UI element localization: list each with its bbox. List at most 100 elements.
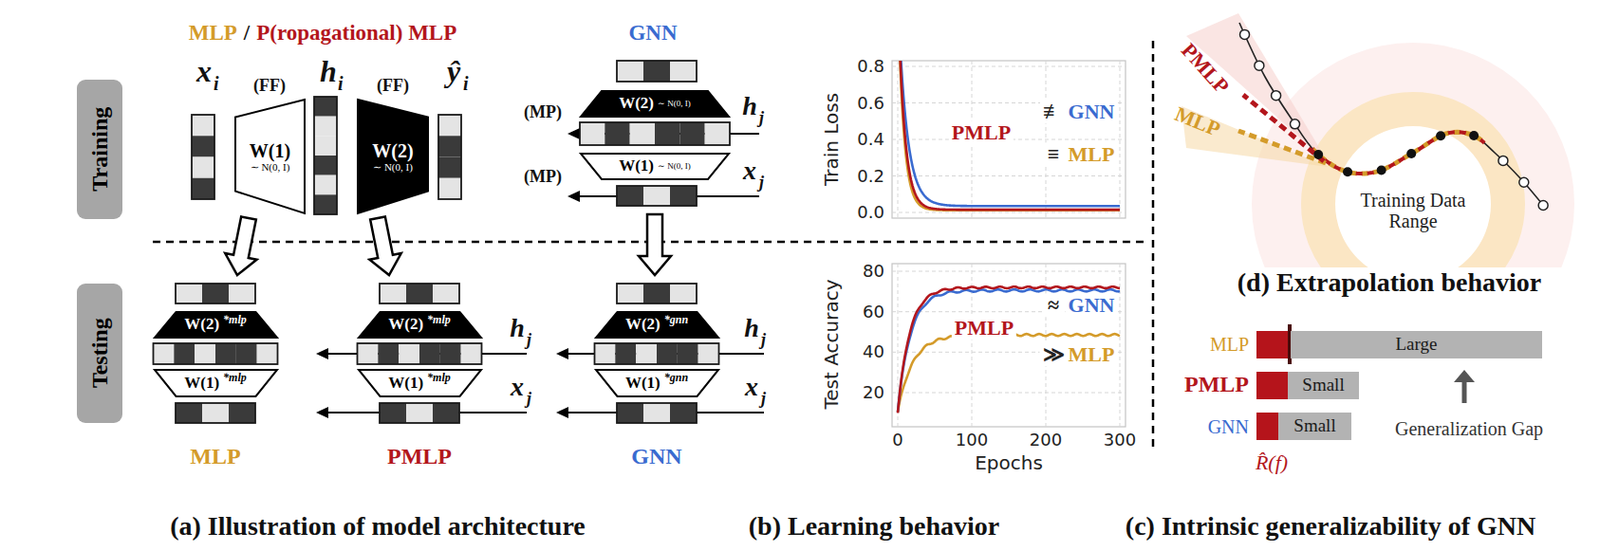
feature-vector: [191, 114, 215, 200]
node-text: *gnn: [664, 314, 689, 327]
node-content: Training Data Range: [1346, 189, 1480, 232]
trapezoid-shape: [579, 90, 730, 118]
vector-cell: [202, 403, 229, 424]
math-symbol: j: [759, 108, 764, 129]
trapezoid-outline: [595, 312, 719, 338]
vector-cell: [153, 343, 175, 365]
math-symbol: x: [743, 155, 757, 187]
math-symbol: j: [761, 330, 766, 351]
node-text: Small: [1293, 416, 1336, 437]
gap-bar: Small: [1278, 412, 1352, 441]
vector-cell: [461, 343, 483, 365]
vector-cell: [616, 60, 644, 82]
vector-cell: [656, 343, 678, 365]
trapezoid-outline: [235, 99, 305, 214]
node-content: W(2)∼ N(0, I): [372, 140, 413, 173]
node-text: W(1): [184, 374, 220, 393]
weight-trapezoid: W(1)*mlp: [357, 369, 483, 398]
trapezoid-outline: [357, 99, 428, 214]
chart-annotation: PMLP: [951, 316, 1017, 340]
feature-vector: [616, 283, 697, 304]
trapezoid-outline: [595, 370, 719, 397]
gap-bar: Small: [1287, 372, 1359, 400]
vector-cell: [419, 343, 441, 365]
vector-cell: [379, 403, 407, 424]
axis-tick: 300: [1103, 430, 1136, 451]
separator-line: [1152, 40, 1155, 449]
math-symbol: i: [213, 73, 220, 95]
panel-title: P(ropagational) MLP: [256, 20, 457, 46]
node-text: W(2): [618, 94, 654, 113]
pmlp-fit: [1312, 131, 1485, 174]
panel-title: MLP: [188, 20, 238, 46]
vector-cell: [379, 283, 407, 304]
mlp-extrapolation: [1238, 130, 1326, 164]
training-curve: [897, 334, 1120, 412]
vector-cell: [438, 178, 462, 200]
mlp-fit: [1312, 131, 1485, 174]
feature-vector: [579, 122, 730, 146]
vector-outline: [616, 186, 697, 206]
pmlp-extrapolation: [1243, 94, 1324, 162]
vector-outline: [191, 114, 215, 200]
node-content: Testing: [87, 318, 112, 390]
vector-cell: [440, 343, 462, 365]
chart-annotation: MLP: [1065, 142, 1118, 167]
feature-vector: [616, 186, 697, 206]
operation-label: (MP): [523, 167, 562, 187]
vector-outline: [175, 283, 256, 304]
axis-tick: 0.8: [856, 56, 885, 77]
node-content: W(1)∼ N(0, I): [249, 140, 291, 173]
vector-cell: [643, 403, 670, 424]
math-symbol: h: [744, 313, 760, 344]
chart-annotation: ≡: [1044, 142, 1063, 167]
empirical-risk-bar: [1256, 372, 1288, 400]
trapezoid-outline: [358, 370, 482, 397]
node-content: W(1)*mlp: [386, 374, 453, 393]
transfer-arrow: [638, 214, 671, 276]
sub-caption: (c) Intrinsic generalizability of GNN: [1125, 511, 1536, 542]
training-curve: [897, 60, 1120, 211]
vector-outline: [357, 343, 483, 365]
vector-cell: [175, 403, 203, 424]
test-point: [1519, 177, 1529, 187]
node-text: W(1): [618, 157, 654, 176]
training-curve: [897, 60, 1120, 206]
feature-vector: [175, 283, 256, 304]
feature-vector: [616, 60, 697, 82]
vector-cell: [643, 186, 670, 206]
row-label: PMLP: [1184, 372, 1249, 399]
node-text: ∼ N(0, I): [250, 161, 291, 173]
operation-label: (FF): [376, 75, 410, 96]
stage-band: Training: [76, 79, 123, 220]
feature-vector: [153, 343, 279, 365]
arrow-head: [567, 128, 580, 140]
node-text: *mlp: [223, 372, 247, 385]
axis-title: Train Loss: [820, 93, 843, 187]
feature-vector: [616, 403, 697, 424]
trapezoid-outline: [580, 91, 729, 117]
math-symbol: h: [319, 54, 337, 90]
vector-cell: [635, 343, 657, 365]
node-content: Small: [1293, 416, 1336, 437]
node-content: Training: [87, 107, 112, 192]
trapezoid-shape: [579, 152, 730, 181]
gap-arrow: [1462, 380, 1468, 404]
sub-caption: (d) Extrapolation behavior: [1237, 267, 1542, 298]
vector-cell: [215, 343, 237, 365]
vector-cell: [173, 343, 195, 365]
axis-tick: 200: [1029, 430, 1062, 451]
node-text: W(2): [372, 140, 413, 162]
training-point: [1406, 148, 1416, 159]
vector-outline: [616, 283, 697, 304]
node-text: W(1): [249, 140, 291, 162]
vector-cell: [432, 283, 460, 304]
test-point: [1271, 91, 1282, 101]
vector-outline: [153, 343, 279, 365]
weight-trapezoid: W(2)*gnn: [595, 311, 720, 339]
node-text: W(2): [625, 316, 661, 335]
weight-trapezoid: W(2)*mlp: [153, 311, 279, 339]
node-text: ∼ N(0, I): [657, 99, 691, 110]
math-symbol: i: [463, 73, 469, 95]
vector-cell: [314, 135, 337, 156]
